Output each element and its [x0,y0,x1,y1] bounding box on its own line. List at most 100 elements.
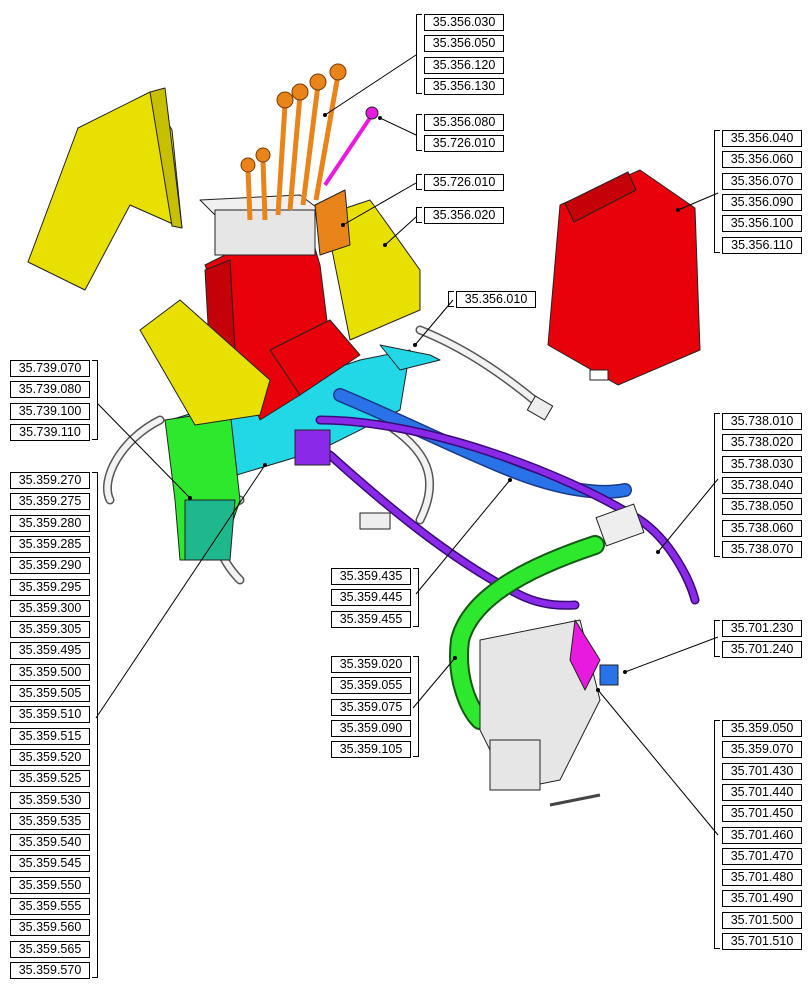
part-number-label: 35.739.070 [10,360,90,377]
part-number-label: 35.359.445 [331,589,411,607]
part-number-label: 35.359.075 [331,698,411,716]
group-bracket [714,620,720,658]
gray-fittings [359,395,645,547]
group-bracket [416,174,422,190]
part-number-label: 35.359.280 [10,514,90,532]
green-valve-block [164,409,241,561]
part-number-label: 35.356.040 [722,130,802,147]
part-number-label: 35.359.540 [10,834,90,852]
orange-bracket [314,189,351,256]
part-number-label: 35.359.530 [10,791,90,809]
part-number-label: 35.359.090 [331,719,411,737]
leader-lines [95,54,719,836]
part-number-label: 35.701.500 [722,911,802,929]
purple-hoses [315,415,700,610]
part-number-label: 35.359.290 [10,557,90,575]
yellow-shield-left [27,87,183,291]
part-number-label: 35.356.050 [424,35,504,53]
part-number-label: 35.359.285 [10,535,90,553]
part-number-label: 35.359.275 [10,493,90,511]
group-bracket [413,656,419,758]
part-number-label: 35.701.460 [722,826,802,844]
group-bracket [416,14,422,94]
group-bracket [714,130,720,253]
part-number-label: 35.359.305 [10,621,90,639]
orange-levers [240,63,347,221]
part-number-label: 35.359.570 [10,961,90,979]
part-number-label: 35.739.100 [10,402,90,420]
part-number-label: 35.738.050 [722,498,802,516]
part-number-label: 35.726.010 [424,135,504,153]
group-bracket [416,114,422,152]
part-number-label: 35.356.120 [424,56,504,74]
part-number-label: 35.738.010 [722,413,802,430]
blue-hose [333,388,632,499]
part-number-label: 35.356.060 [722,151,802,169]
part-number-label: 35.359.050 [722,720,802,737]
part-number-label: 35.359.545 [10,855,90,873]
part-number-label: 35.356.100 [722,215,802,233]
part-number-label: 35.738.020 [722,434,802,452]
leader-dots [188,113,680,692]
group-bracket [714,413,720,557]
part-number-label: 35.356.130 [424,77,504,95]
part-number-label: 35.359.020 [331,656,411,673]
part-number-label: 35.359.500 [10,663,90,681]
part-number-label: 35.738.060 [722,519,802,537]
part-number-label: 35.701.490 [722,890,802,908]
part-number-label: 35.738.040 [722,476,802,494]
part-number-label: 35.356.070 [722,172,802,190]
part-number-label: 35.359.560 [10,919,90,937]
part-number-label: 35.701.450 [722,805,802,823]
part-number-label: 35.359.520 [10,748,90,766]
part-number-label: 35.356.030 [424,14,504,31]
part-number-label: 35.359.550 [10,876,90,894]
part-number-label: 35.359.455 [331,610,411,628]
part-number-label: 35.356.110 [722,236,802,254]
part-number-label: 35.359.105 [331,741,411,759]
green-hose [449,535,605,730]
part-number-label: 35.701.470 [722,847,802,865]
part-number-label: 35.359.300 [10,599,90,617]
part-number-label: 35.356.010 [456,291,536,308]
part-number-label: 35.701.430 [722,762,802,780]
magenta-lever [323,106,379,187]
part-number-label: 35.359.270 [10,472,90,489]
control-valve [479,619,619,807]
part-number-label: 35.359.515 [10,727,90,745]
group-bracket [714,720,720,949]
part-number-label: 35.701.440 [722,783,802,801]
part-number-label: 35.359.495 [10,642,90,660]
group-bracket [92,360,98,440]
group-bracket [92,472,98,978]
part-number-label: 35.739.110 [10,423,90,441]
part-number-label: 35.359.555 [10,898,90,915]
part-number-label: 35.701.230 [722,620,802,637]
part-number-label: 35.359.055 [331,677,411,695]
part-number-label: 35.701.480 [722,869,802,887]
part-number-label: 35.356.090 [722,193,802,211]
part-number-label: 35.359.505 [10,685,90,702]
part-number-label: 35.359.070 [722,741,802,759]
part-number-label: 35.739.080 [10,381,90,399]
part-number-label: 35.359.565 [10,940,90,958]
group-bracket [448,291,454,307]
part-number-label: 35.726.010 [424,174,504,191]
part-number-label: 35.359.295 [10,578,90,596]
part-number-label: 35.701.510 [722,933,802,950]
part-number-label: 35.359.510 [10,706,90,724]
part-number-label: 35.359.525 [10,770,90,788]
part-number-label: 35.356.080 [424,114,504,131]
purple-fitting [294,429,331,466]
red-cover-right [547,169,701,386]
part-number-label: 35.356.020 [424,207,504,224]
group-bracket [416,207,422,223]
part-number-label: 35.738.070 [722,540,802,558]
part-number-label: 35.359.535 [10,812,90,830]
part-number-label: 35.359.435 [331,568,411,585]
part-number-label: 35.701.240 [722,641,802,659]
part-number-label: 35.738.030 [722,455,802,473]
group-bracket [413,568,419,627]
